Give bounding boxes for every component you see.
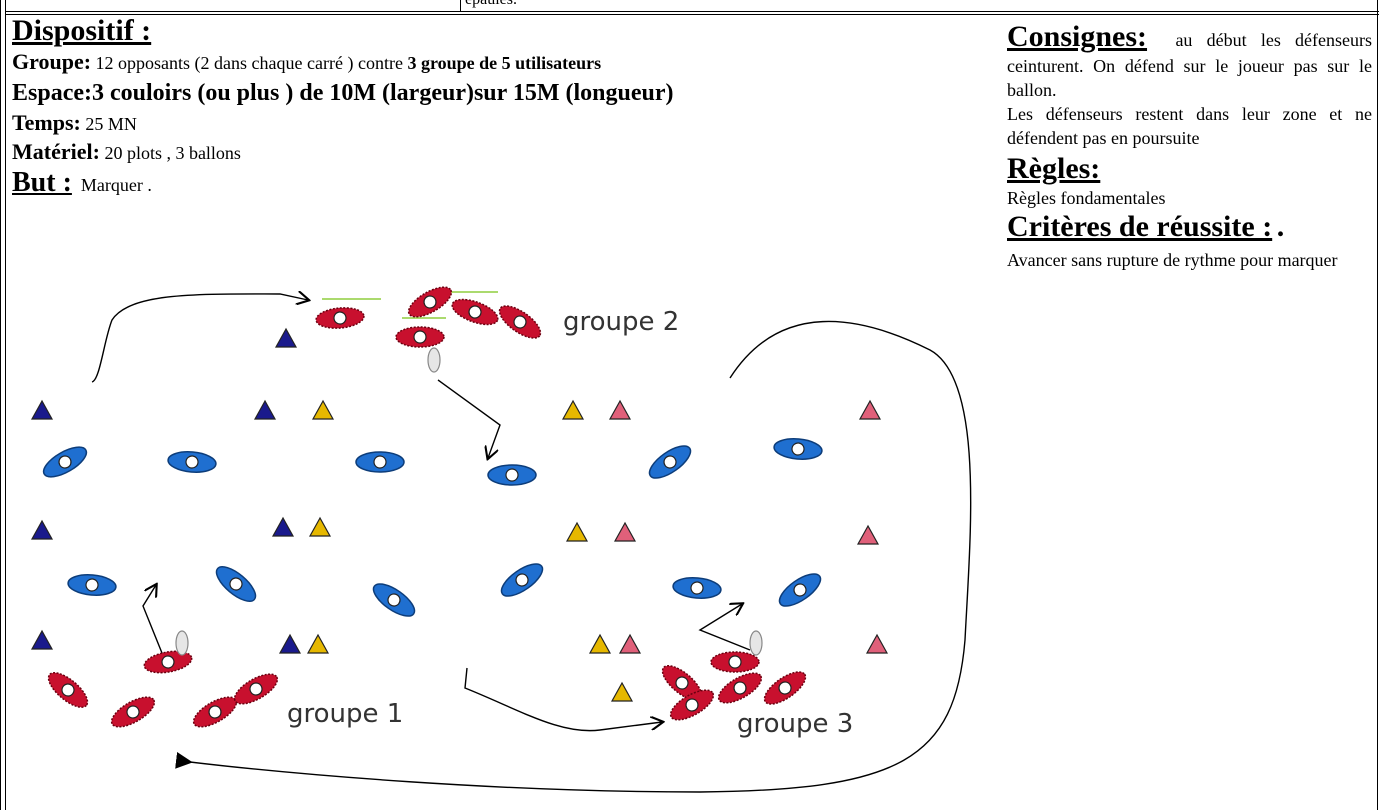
cone-icon	[618, 633, 642, 654]
attacker-icon	[233, 673, 279, 705]
cone-icon	[271, 516, 295, 537]
attacker-icon	[763, 671, 807, 705]
defender-icon	[42, 446, 88, 478]
cone-icon	[856, 524, 880, 545]
ball-icon	[175, 630, 189, 656]
arrow-groupe-3	[698, 604, 751, 651]
cone-icon	[30, 399, 54, 420]
dispositif-heading: Dispositif :	[12, 14, 152, 47]
attacker-icon	[710, 651, 760, 673]
cone-icon	[311, 399, 335, 420]
temps-text: 25 MN	[80, 114, 137, 134]
consignes-para: Consignes: au début les défenseurs ceint…	[1007, 20, 1372, 102]
defender-icon	[672, 577, 722, 599]
criteres-para: Critères de réussite : .	[1007, 210, 1285, 243]
consignes-heading: Consignes:	[1007, 20, 1148, 53]
materiel-label: Matériel:	[12, 139, 100, 164]
defender-icon	[372, 583, 416, 617]
border-right	[1377, 0, 1378, 810]
cone-icon	[30, 519, 54, 540]
groupe-2-label: groupe 2	[563, 307, 679, 337]
defender-icon	[487, 464, 537, 486]
attacker-icon	[192, 696, 238, 728]
attacker-icon	[451, 298, 499, 326]
cone-icon	[865, 633, 889, 654]
materiel-line: Matériel: 20 plots , 3 ballons	[12, 138, 972, 167]
criteres-text: Avancer sans rupture de rythme pour marq…	[1007, 250, 1338, 270]
criteres-heading: Critères de réussite :	[1007, 210, 1273, 243]
espace-line: Espace:3 couloirs (ou plus ) de 10M (lar…	[12, 80, 674, 106]
defender-icon	[648, 445, 692, 479]
groupe-text: 12 opposants (2 dans chaque carré ) cont…	[91, 53, 408, 73]
cone-icon	[274, 327, 298, 348]
cone-icon	[30, 629, 54, 650]
defender-icon	[500, 563, 544, 597]
defender-icon	[773, 438, 823, 460]
consignes-text: au début les défenseurs ceinturent. On d…	[1007, 30, 1372, 100]
arrow-to-groupe-3	[464, 667, 662, 732]
dispositif-section: Dispositif : Groupe: 12 opposants (2 dan…	[12, 14, 972, 199]
groupe-3-label: groupe 3	[737, 709, 853, 739]
cone-icon	[613, 521, 637, 542]
cell-divider	[460, 0, 461, 12]
border-left-outer	[0, 0, 1, 810]
cone-icon	[608, 399, 632, 420]
regles-heading: Règles:	[1007, 152, 1101, 185]
consignes-section: Consignes: au début les défenseurs ceint…	[1007, 20, 1372, 272]
attacker-icon	[717, 672, 763, 704]
consignes-text-2: Les défenseurs restent dans leur zone et…	[1007, 104, 1372, 148]
attacker-icon	[498, 305, 542, 339]
groupe-1-label: groupe 1	[287, 699, 403, 729]
regles-text: Règles fondamentales	[1007, 188, 1166, 208]
defender-icon	[778, 573, 822, 607]
temps-line: Temps: 25 MN	[12, 109, 972, 138]
cone-icon	[565, 521, 589, 542]
cone-icon	[610, 681, 634, 702]
ball-icon	[427, 347, 441, 373]
attacker-icon	[669, 689, 715, 721]
cone-icon	[588, 633, 612, 654]
attacker-icon	[47, 672, 89, 708]
attacker-icon	[395, 326, 445, 348]
attacker-icon	[315, 307, 365, 329]
top-fragment: épaules.	[465, 0, 517, 8]
border-left-inner	[5, 0, 6, 810]
cone-icon	[858, 399, 882, 420]
top-rule-2	[6, 14, 1379, 15]
ball-icon	[749, 630, 763, 656]
cone-icon	[278, 633, 302, 654]
temps-label: Temps:	[12, 110, 81, 135]
attacker-icon	[143, 650, 193, 674]
groupe-bold: 3 groupe de 5 utilisateurs	[407, 53, 602, 73]
groupe-line: Groupe: 12 opposants (2 dans chaque carr…	[12, 48, 972, 77]
big-loop-arrow	[175, 320, 972, 793]
defender-icon	[355, 451, 405, 473]
but-text: Marquer .	[80, 175, 152, 195]
but-label: But :	[12, 167, 72, 198]
defender-icon	[215, 566, 257, 602]
arrow-groupe-1	[142, 585, 165, 659]
defender-icon	[67, 574, 117, 596]
attacker-icon	[407, 286, 453, 318]
defender-icon	[167, 451, 217, 473]
but-line: But : Marquer .	[12, 169, 972, 199]
arrow-to-groupe-2	[91, 294, 308, 383]
cone-icon	[308, 516, 332, 537]
attacker-icon	[110, 696, 156, 728]
cone-icon	[561, 399, 585, 420]
top-rule-1	[6, 11, 1379, 12]
materiel-text: 20 plots , 3 ballons	[99, 143, 241, 163]
cone-icon	[306, 633, 330, 654]
pass-arrow-groupe-2	[437, 379, 501, 458]
cone-icon	[253, 399, 277, 420]
groupe-label: Groupe:	[12, 49, 92, 74]
